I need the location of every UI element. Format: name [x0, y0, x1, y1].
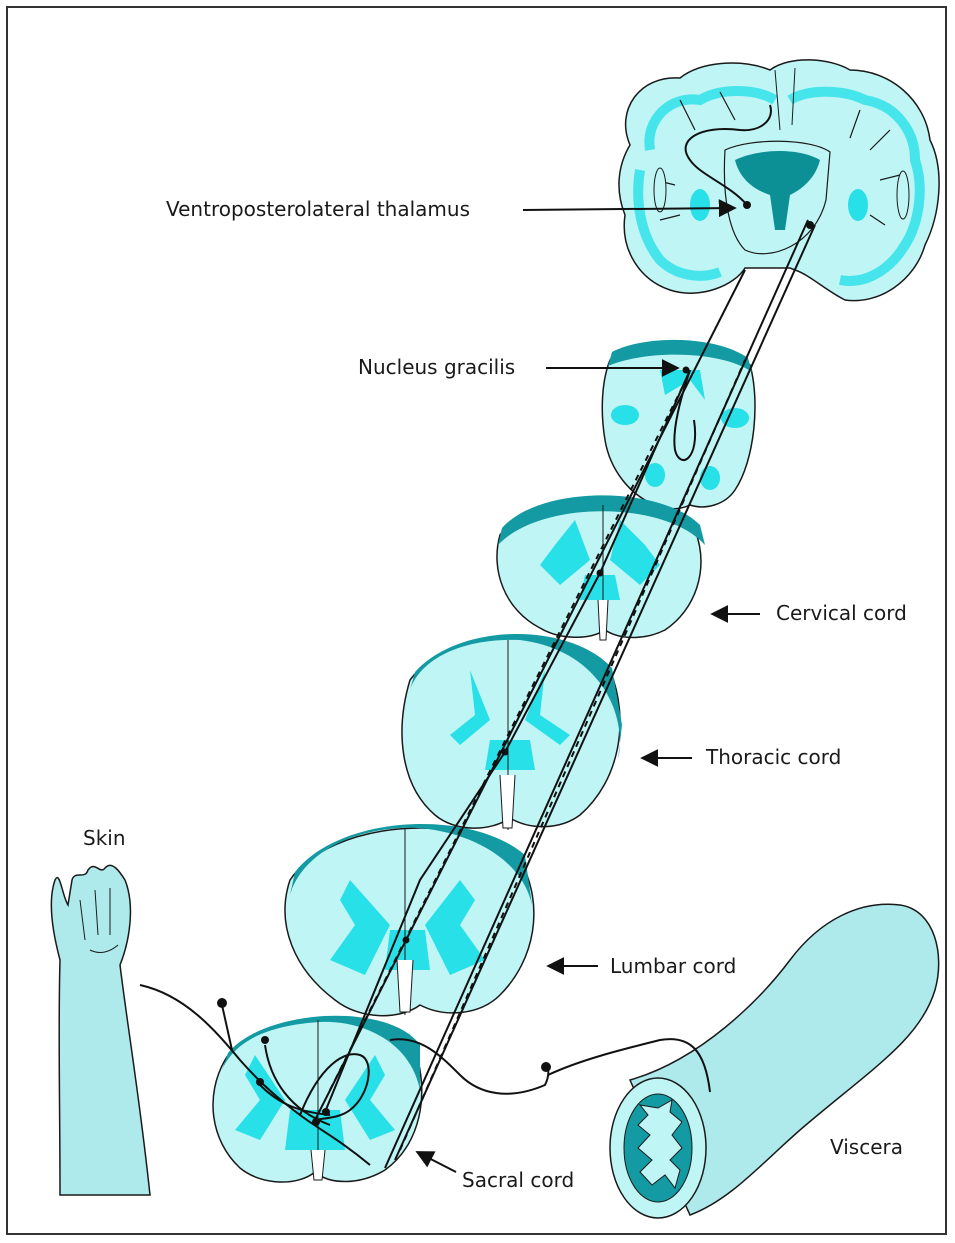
skin-arm [51, 865, 150, 1195]
viscera-tube [610, 904, 939, 1218]
cervical-section [497, 495, 705, 640]
label-sacral-cord: Sacral cord [462, 1170, 574, 1190]
thalamus-neuron [743, 201, 751, 209]
label-viscera: Viscera [830, 1137, 903, 1157]
label-lumbar-cord: Lumbar cord [610, 956, 736, 976]
medulla-section [602, 340, 755, 509]
label-cervical-cord: Cervical cord [776, 603, 907, 623]
label-thalamus: Ventroposterolateral thalamus [166, 199, 470, 219]
gracilis-neuron [683, 367, 690, 374]
label-skin: Skin [83, 828, 126, 848]
brain-section [619, 60, 939, 301]
label-thoracic-cord: Thoracic cord [706, 747, 841, 767]
thalamus-neuron-right [806, 221, 814, 229]
label-nucleus-gracilis: Nucleus gracilis [358, 357, 515, 377]
